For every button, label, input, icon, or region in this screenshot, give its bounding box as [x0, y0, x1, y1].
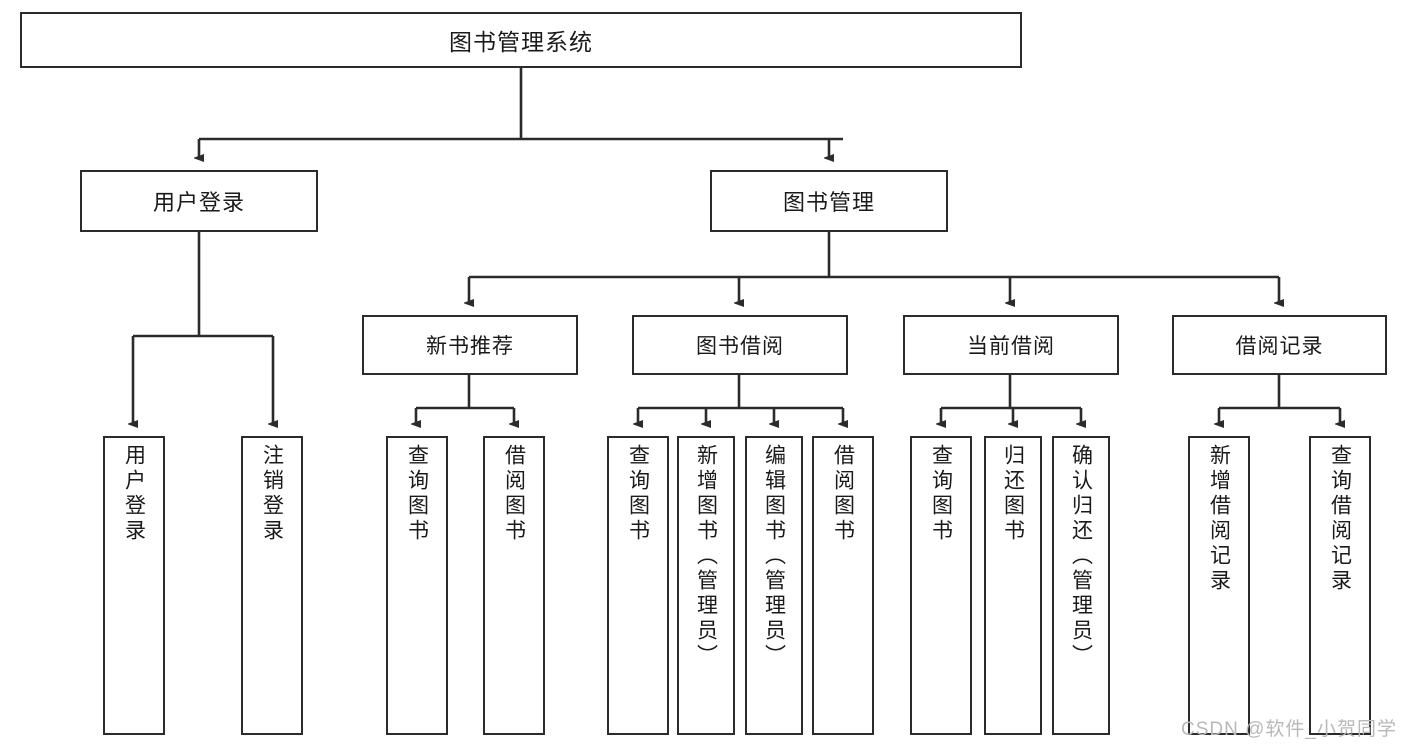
node-new-book-recommend[interactable]: 新书推荐	[362, 315, 578, 375]
node-root[interactable]: 图书管理系统	[20, 12, 1022, 68]
node-current-borrow-label: 当前借阅	[967, 335, 1055, 358]
leaf-borrow-book[interactable]: 借阅图书	[812, 436, 874, 735]
leaf-user-login[interactable]: 用户登录	[103, 436, 165, 735]
leaf-edit-book-admin[interactable]: 编辑图书（管理员）	[745, 436, 803, 735]
leaf-query-book-current[interactable]: 查询图书	[910, 436, 972, 735]
leaf-query-book-recommend-label: 查询图书	[405, 444, 429, 544]
leaf-user-login-label: 用户登录	[122, 444, 146, 544]
leaf-query-book-current-label: 查询图书	[929, 444, 953, 544]
node-book-management-label: 图书管理	[782, 190, 875, 215]
leaf-query-book-recommend[interactable]: 查询图书	[386, 436, 448, 735]
node-book-borrow-label: 图书借阅	[696, 335, 784, 358]
watermark-text: CSDN @软件_小贺同学	[1181, 719, 1397, 740]
node-book-management[interactable]: 图书管理	[710, 170, 948, 232]
leaf-query-book-borrow-label: 查询图书	[626, 444, 650, 544]
leaf-query-borrow-record[interactable]: 查询借阅记录	[1309, 436, 1371, 735]
leaf-logout-label: 注销登录	[260, 444, 284, 544]
node-new-book-recommend-label: 新书推荐	[426, 335, 514, 358]
leaf-edit-book-admin-label: 编辑图书（管理员）	[762, 444, 786, 669]
leaf-logout[interactable]: 注销登录	[241, 436, 303, 735]
leaf-query-book-borrow[interactable]: 查询图书	[607, 436, 669, 735]
leaf-add-borrow-record-label: 新增借阅记录	[1207, 444, 1231, 594]
node-book-borrow[interactable]: 图书借阅	[632, 315, 848, 375]
leaf-borrow-book-recommend[interactable]: 借阅图书	[483, 436, 545, 735]
leaf-confirm-return-admin[interactable]: 确认归还（管理员）	[1052, 436, 1110, 735]
leaf-borrow-book-label: 借阅图书	[831, 444, 855, 544]
node-user-login[interactable]: 用户登录	[80, 170, 318, 232]
leaf-query-borrow-record-label: 查询借阅记录	[1328, 444, 1352, 594]
leaf-return-book-label: 归还图书	[1001, 444, 1025, 544]
leaf-add-book-admin[interactable]: 新增图书（管理员）	[677, 436, 735, 735]
leaf-borrow-book-recommend-label: 借阅图书	[502, 444, 526, 544]
node-borrow-record-label: 借阅记录	[1235, 335, 1324, 358]
node-borrow-record[interactable]: 借阅记录	[1172, 315, 1387, 375]
leaf-return-book[interactable]: 归还图书	[984, 436, 1042, 735]
leaf-add-book-admin-label: 新增图书（管理员）	[694, 444, 718, 669]
node-user-login-label: 用户登录	[152, 190, 245, 215]
leaf-confirm-return-admin-label: 确认归还（管理员）	[1069, 444, 1093, 669]
node-root-label: 图书管理系统	[449, 29, 593, 55]
node-current-borrow[interactable]: 当前借阅	[903, 315, 1119, 375]
leaf-add-borrow-record[interactable]: 新增借阅记录	[1188, 436, 1250, 735]
